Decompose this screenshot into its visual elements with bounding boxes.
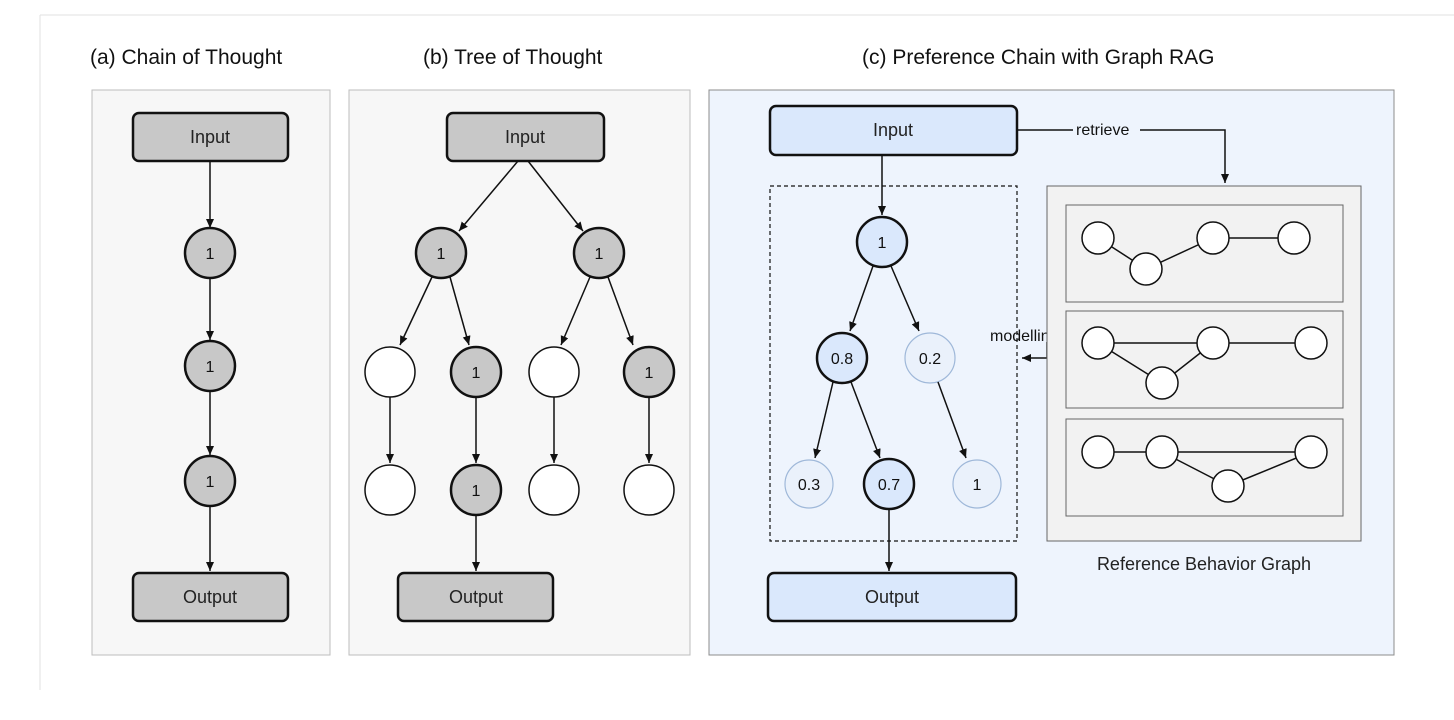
edge-c-n02-n1 bbox=[937, 381, 967, 459]
edge-c-n1-n08 bbox=[849, 265, 874, 332]
panel-b-node-rl bbox=[528, 346, 580, 398]
edge-b-r1-rl bbox=[560, 276, 591, 346]
panel-b-node-rl2 bbox=[528, 464, 580, 516]
panel-b-input-box bbox=[445, 111, 606, 163]
panel-b-input-label: Input bbox=[505, 127, 545, 147]
graph-1-box bbox=[1065, 204, 1344, 303]
panel-c-input-label: Input bbox=[873, 120, 913, 140]
panel-c-node-03 bbox=[784, 459, 834, 509]
edge-c-n08-n07 bbox=[850, 381, 881, 459]
panel-c-output-box bbox=[766, 571, 1018, 623]
panel-a-node-3-label: 1 bbox=[206, 474, 215, 491]
panel-b-node-ll bbox=[364, 346, 416, 398]
panel-b-node-l1 bbox=[414, 226, 468, 280]
graph-2-node-2 bbox=[1145, 366, 1179, 400]
panel-c-node-02-label: 0.2 bbox=[919, 351, 941, 368]
panel-c-output-label: Output bbox=[865, 587, 919, 607]
panel-b-node-ll2 bbox=[364, 464, 416, 516]
panel-b-node-lr-label: 1 bbox=[472, 365, 481, 382]
panel-a-node-2-label: 1 bbox=[206, 359, 215, 376]
edge-b-r1-rr bbox=[607, 276, 634, 346]
panel-c-title: (c) Preference Chain with Graph RAG bbox=[862, 46, 1214, 69]
edge-b-input-right bbox=[527, 160, 584, 232]
retrieve-line-right bbox=[1140, 129, 1229, 183]
graph-1-node-3 bbox=[1196, 221, 1230, 255]
panel-c-node-1-label: 1 bbox=[878, 235, 887, 252]
panel-c-node-07-label: 0.7 bbox=[878, 477, 900, 494]
panel-a-node-1-label: 1 bbox=[206, 246, 215, 263]
panel-c-node-08 bbox=[815, 331, 869, 385]
modelling-label: modelling bbox=[990, 328, 1058, 345]
panel-b-node-r1-label: 1 bbox=[595, 246, 604, 263]
graph-3-node-3 bbox=[1211, 469, 1245, 503]
graph-1-node-2 bbox=[1129, 252, 1163, 286]
graph-3-box bbox=[1065, 418, 1344, 517]
graph-3-node-1 bbox=[1081, 435, 1115, 469]
edge-b-l1-lr bbox=[449, 276, 471, 346]
panel-b-node-lr2-label: 1 bbox=[472, 483, 481, 500]
panel-a: (a) Chain of Thought Input 1 1 1 Output bbox=[90, 46, 331, 656]
panel-c-node-1b-label: 1 bbox=[973, 477, 982, 494]
panel-b-output-box bbox=[396, 571, 555, 623]
panel-c-node-02 bbox=[904, 332, 956, 384]
reference-graph-caption: Reference Behavior Graph bbox=[1097, 554, 1311, 574]
graph-2-node-1 bbox=[1081, 326, 1115, 360]
panel-c-node-08-label: 0.8 bbox=[831, 351, 853, 368]
panel-b-node-rr2 bbox=[623, 464, 675, 516]
panel-b-title: (b) Tree of Thought bbox=[423, 46, 603, 69]
graph-1-node-1 bbox=[1081, 221, 1115, 255]
retrieve-label: retrieve bbox=[1076, 122, 1129, 139]
edge-b-input-left bbox=[458, 160, 519, 232]
panel-b-node-l1-label: 1 bbox=[437, 246, 446, 263]
panel-b: (b) Tree of Thought Input 1 1 1 1 1 Outp… bbox=[348, 46, 691, 656]
panel-b-node-rr-label: 1 bbox=[645, 365, 654, 382]
panel-b-node-r1 bbox=[572, 226, 626, 280]
panel-a-output-label: Output bbox=[183, 587, 237, 607]
panel-a-title: (a) Chain of Thought bbox=[90, 46, 282, 69]
edge-c-n08-n03 bbox=[813, 381, 834, 459]
edge-c-n1-n02 bbox=[890, 265, 920, 332]
graph-2-node-4 bbox=[1294, 326, 1328, 360]
panel-a-output-box bbox=[131, 571, 290, 623]
panel-c: (c) Preference Chain with Graph RAG Inpu… bbox=[708, 46, 1395, 656]
panel-b-output-label: Output bbox=[449, 587, 503, 607]
graph-3-node-2 bbox=[1145, 435, 1179, 469]
panel-a-input-label: Input bbox=[190, 127, 230, 147]
panel-c-node-03-label: 0.3 bbox=[798, 477, 820, 494]
graph-1-node-4 bbox=[1277, 221, 1311, 255]
edge-b-l1-ll bbox=[399, 276, 433, 346]
graph-3-node-4 bbox=[1294, 435, 1328, 469]
graph-2-box bbox=[1065, 310, 1344, 409]
panel-c-node-1b bbox=[952, 459, 1002, 509]
panel-c-node-1 bbox=[855, 215, 909, 269]
graph-2-node-3 bbox=[1196, 326, 1230, 360]
